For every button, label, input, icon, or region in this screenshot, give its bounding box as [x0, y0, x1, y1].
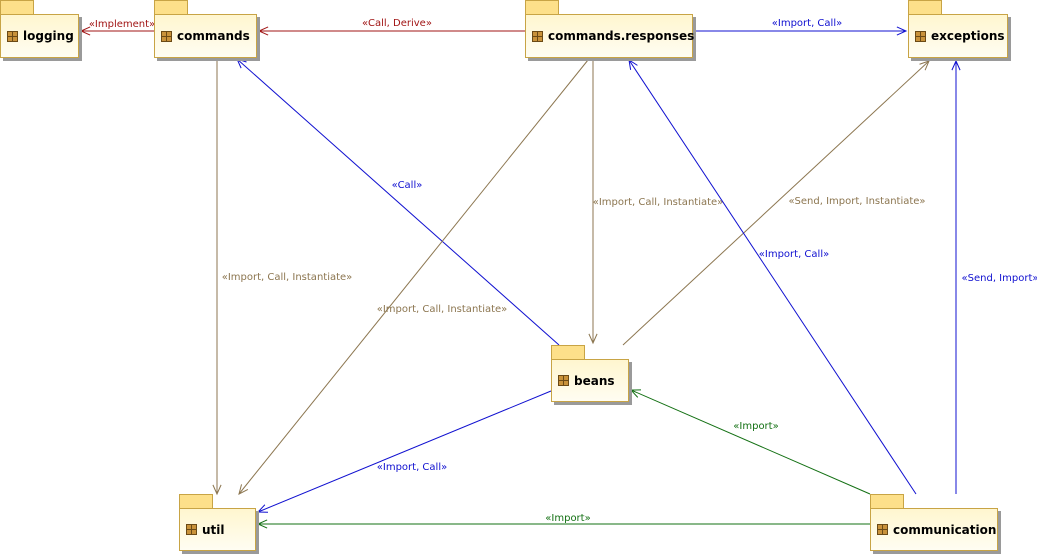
- package-icon: [877, 524, 888, 535]
- dependency-communication-beans[interactable]: «Import»: [629, 389, 871, 495]
- package-tab: [551, 345, 585, 360]
- arrowhead-beans-util: [256, 504, 269, 513]
- package-tab: [154, 0, 188, 15]
- package-icon: [186, 524, 197, 535]
- package-body: commands: [154, 14, 257, 58]
- arrowhead-responses-exceptions: [896, 26, 908, 36]
- arrowhead-beans-commands: [236, 58, 247, 69]
- dependency-label-communication-responses: «Import, Call»: [759, 249, 829, 260]
- package-body: util: [179, 508, 256, 551]
- package-name: util: [202, 522, 225, 537]
- arrowhead-responses-beans: [588, 333, 598, 345]
- package-body: commands.responses: [525, 14, 695, 58]
- dependency-label-beans-util: «Import, Call»: [377, 462, 447, 473]
- dependency-label-communication-beans: «Import»: [733, 421, 778, 432]
- dependency-label-responses-util: «Import, Call, Instantiate»: [377, 304, 508, 315]
- package-communication[interactable]: communication: [870, 494, 998, 551]
- dependency-label-communication-exceptions: «Send, Import»: [962, 273, 1037, 284]
- package-commands[interactable]: commands: [154, 0, 257, 58]
- dependency-commands-logging[interactable]: «Implement»: [79, 19, 155, 36]
- dependency-label-beans-commands: «Call»: [392, 180, 423, 191]
- dependency-responses-commands[interactable]: «Call, Derive»: [257, 18, 525, 36]
- package-tab: [908, 0, 942, 15]
- package-icon: [915, 30, 926, 42]
- dependency-line-beans-util: [257, 390, 552, 513]
- package-icon: [161, 30, 172, 42]
- package-util[interactable]: util: [179, 494, 256, 551]
- package-tab: [0, 0, 34, 15]
- arrowhead-responses-commands: [257, 26, 269, 36]
- package-beans[interactable]: beans: [551, 345, 629, 402]
- package-body: exceptions: [908, 14, 1008, 58]
- dependency-beans-util[interactable]: «Import, Call»: [256, 390, 552, 513]
- dependency-label-responses-exceptions: «Import, Call»: [772, 18, 842, 29]
- dependency-communication-responses[interactable]: «Import, Call»: [628, 58, 917, 495]
- dependency-responses-beans[interactable]: «Import, Call, Instantiate»: [588, 60, 724, 345]
- package-tab: [525, 0, 559, 15]
- dependency-label-responses-beans: «Import, Call, Instantiate»: [593, 197, 724, 208]
- dependency-line-beans-exceptions: [622, 60, 930, 346]
- dependency-line-beans-commands: [236, 58, 560, 346]
- arrowhead-communication-util: [256, 519, 268, 529]
- package-name: communication: [893, 522, 997, 537]
- arrowhead-commands-logging: [79, 26, 91, 36]
- dependency-communication-util[interactable]: «Import»: [256, 513, 870, 529]
- dependency-commands-util[interactable]: «Import, Call, Instantiate»: [212, 60, 353, 496]
- package-icon: [532, 30, 543, 42]
- dependency-label-responses-commands: «Call, Derive»: [362, 18, 432, 29]
- dependency-beans-commands[interactable]: «Call»: [236, 58, 560, 346]
- arrowhead-communication-exceptions: [951, 59, 961, 71]
- arrowhead-communication-beans: [629, 389, 642, 398]
- package-name: beans: [574, 373, 615, 388]
- package-body: logging: [0, 14, 79, 58]
- dependency-label-commands-util: «Import, Call, Instantiate»: [222, 272, 353, 283]
- arrowhead-responses-util: [238, 484, 249, 495]
- package-name: logging: [23, 29, 74, 43]
- package-logging[interactable]: logging: [0, 0, 79, 58]
- dependency-line-communication-responses: [628, 59, 917, 495]
- dependency-responses-exceptions[interactable]: «Import, Call»: [693, 18, 908, 36]
- package-name: exceptions: [931, 29, 1005, 43]
- package-icon: [558, 375, 569, 386]
- dependency-beans-exceptions[interactable]: «Send, Import, Instantiate»: [622, 60, 930, 346]
- package-tab: [179, 494, 213, 509]
- arrowhead-beans-exceptions: [919, 60, 930, 71]
- arrowhead-communication-responses: [628, 58, 638, 70]
- dependency-label-beans-exceptions: «Send, Import, Instantiate»: [788, 196, 925, 207]
- package-body: communication: [870, 508, 998, 551]
- arrowhead-commands-util: [212, 484, 222, 496]
- dependency-responses-util[interactable]: «Import, Call, Instantiate»: [238, 59, 589, 495]
- package-exceptions[interactable]: exceptions: [908, 0, 1008, 58]
- dependency-communication-exceptions[interactable]: «Send, Import»: [951, 59, 1037, 494]
- package-commands-responses[interactable]: commands.responses: [525, 0, 695, 58]
- dependency-line-responses-util: [238, 59, 589, 495]
- package-icon: [7, 30, 18, 42]
- package-body: beans: [551, 359, 629, 402]
- package-name: commands.responses: [548, 29, 695, 43]
- dependency-label-commands-logging: «Implement»: [89, 19, 155, 30]
- package-tab: [870, 494, 904, 509]
- dependency-line-communication-beans: [630, 389, 871, 495]
- package-name: commands: [177, 29, 250, 43]
- dependency-label-communication-util: «Import»: [545, 513, 590, 524]
